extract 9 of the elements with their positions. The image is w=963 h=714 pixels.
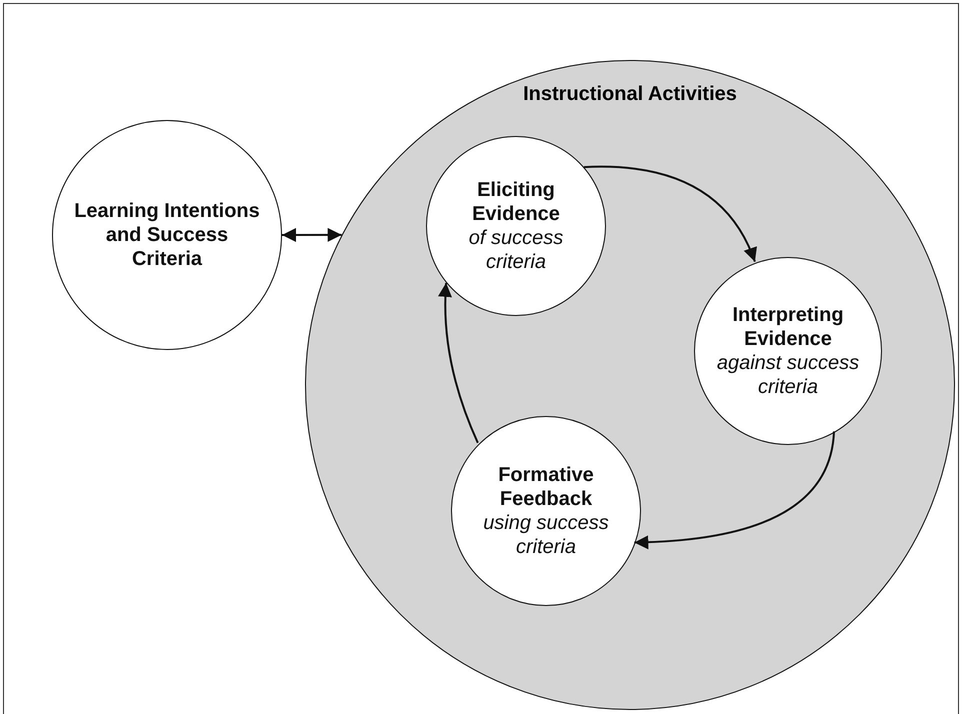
- arrow: [438, 282, 479, 444]
- arrow: [584, 166, 756, 262]
- node-heading: Learning Intentions and Success Criteria: [73, 199, 261, 271]
- group-title: Instructional Activities: [522, 83, 738, 106]
- arrow: [282, 228, 342, 242]
- node-subtext: of success criteria: [468, 226, 564, 274]
- arrow: [634, 431, 835, 549]
- node-subtext: using success criteria: [482, 511, 610, 559]
- node-subtext: against success criteria: [716, 351, 860, 399]
